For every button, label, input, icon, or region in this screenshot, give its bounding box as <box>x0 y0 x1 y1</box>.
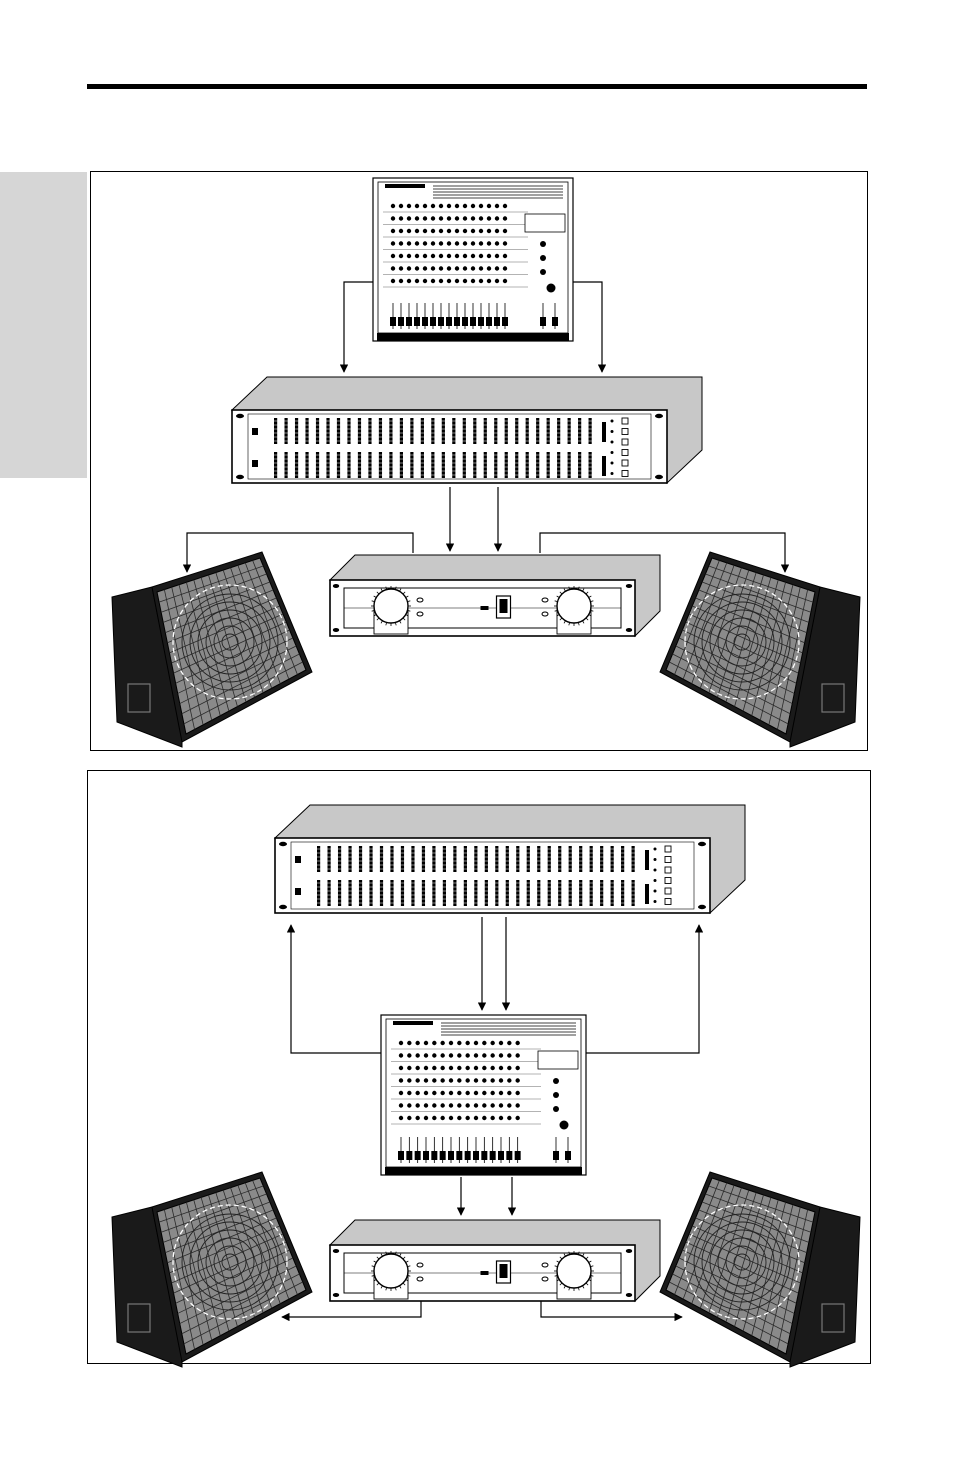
power-amplifier <box>330 555 660 636</box>
speaker-right-body <box>660 552 860 747</box>
amplifier-to-speaker-right <box>541 1301 682 1317</box>
graphic-equalizer <box>275 805 745 913</box>
speaker-right <box>660 1172 860 1367</box>
speaker-left-body <box>112 1172 312 1367</box>
speaker-right-body <box>660 1172 860 1367</box>
setup-2-diagram <box>112 805 860 1367</box>
setup-1-diagram <box>112 178 860 747</box>
graphic-equalizer <box>232 377 702 483</box>
speaker-left <box>112 552 312 747</box>
mixer-to-equalizer-left <box>344 282 373 372</box>
mixer <box>381 1015 586 1175</box>
amplifier-to-speaker-left <box>282 1301 421 1317</box>
mixer <box>373 178 573 341</box>
mixer-to-equalizer-right <box>586 925 699 1053</box>
speaker-left <box>112 1172 312 1367</box>
speaker-left-body <box>112 552 312 747</box>
speaker-right <box>660 552 860 747</box>
mixer-to-equalizer-left <box>291 925 381 1053</box>
mixer-to-equalizer-right <box>573 282 602 372</box>
power-amplifier <box>330 1220 660 1301</box>
